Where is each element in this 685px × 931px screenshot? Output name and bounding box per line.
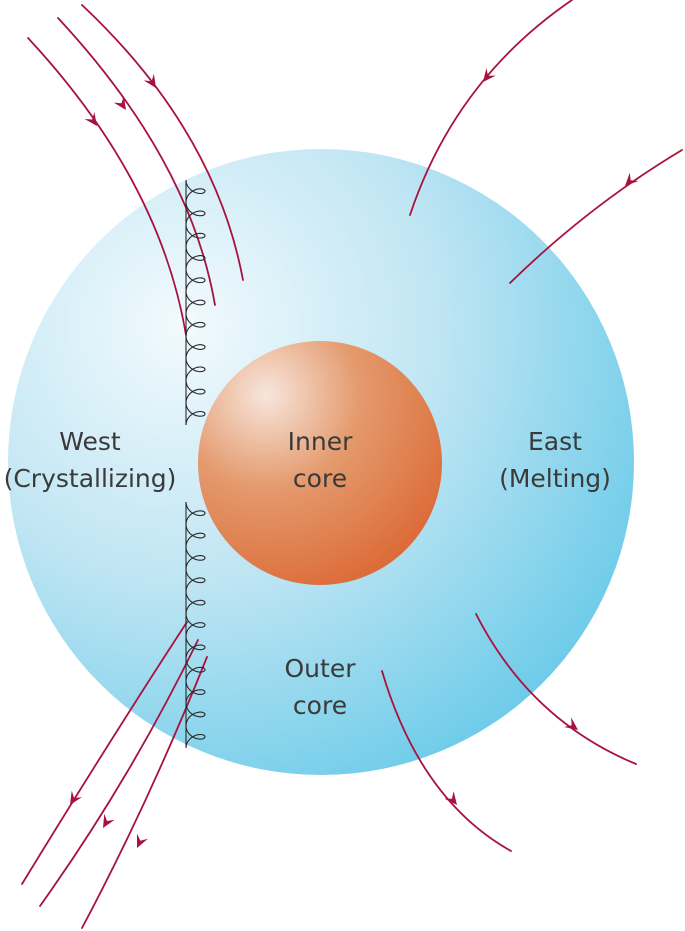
magnetic-field-lines — [21, 0, 683, 929]
coiled-field-lines — [185, 179, 206, 749]
field-line-sw-1 — [21, 621, 188, 885]
label-outer-core-line1: Outer — [284, 654, 356, 683]
arrowhead-sw-2 — [103, 813, 115, 828]
arrowhead-sw-1 — [70, 790, 82, 805]
field-line-nw-3 — [81, 4, 244, 281]
arrowhead-ne-1 — [483, 68, 496, 82]
label-east-line2: (Melting) — [499, 464, 611, 493]
field-line-se-2 — [381, 670, 512, 852]
arrowhead-nw-2 — [113, 95, 126, 110]
field-line-ne-1 — [409, 0, 573, 216]
inner-core-sphere — [198, 341, 442, 585]
label-west: West (Crystallizing) — [0, 423, 180, 497]
field-line-sw-2 — [39, 639, 199, 907]
field-line-se-1 — [475, 613, 637, 765]
field-line-nw-1 — [27, 37, 187, 336]
arrowhead-nw-3 — [143, 73, 156, 88]
label-outer-core-line2: core — [292, 691, 348, 720]
arrowhead-sw-3 — [137, 833, 148, 848]
label-east: East (Melting) — [465, 423, 645, 497]
arrowhead-se-1 — [564, 717, 578, 730]
arrowhead-nw-1 — [84, 112, 97, 126]
label-east-line1: East — [528, 427, 582, 456]
label-inner-core-line1: Inner — [287, 427, 353, 456]
label-west-line2: (Crystallizing) — [3, 464, 177, 493]
label-inner-core: Inner core — [240, 423, 400, 497]
field-line-nw-2 — [57, 17, 216, 306]
label-outer-core: Outer core — [240, 650, 400, 724]
field-line-arrowheads — [70, 68, 639, 848]
coil-lower — [185, 501, 206, 749]
coil-upper — [185, 179, 206, 426]
field-line-ne-2 — [509, 149, 683, 284]
arrowhead-ne-2 — [625, 172, 639, 186]
arrowhead-se-2 — [444, 791, 457, 805]
label-west-line1: West — [59, 427, 121, 456]
label-inner-core-line2: core — [292, 464, 348, 493]
field-line-sw-3 — [81, 656, 208, 929]
